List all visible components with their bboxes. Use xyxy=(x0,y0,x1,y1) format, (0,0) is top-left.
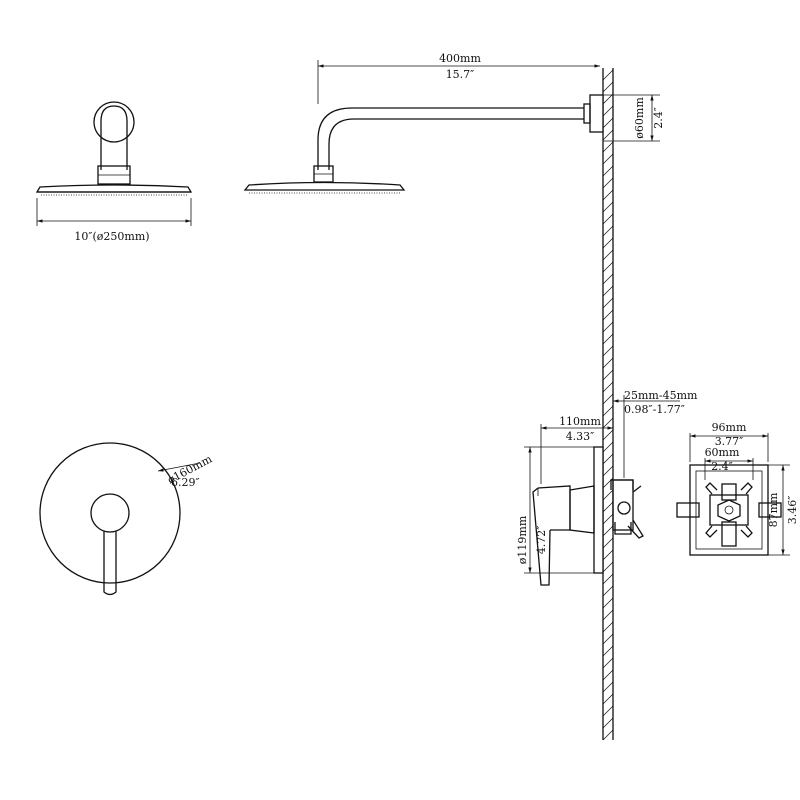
wall-hatch-line xyxy=(602,261,614,273)
wall-hatch-line xyxy=(602,165,614,177)
wall-hatch-line xyxy=(602,285,614,297)
shower-head-side-view: 400mm 15.7″ ø60mm 2.4″ xyxy=(243,52,665,194)
wall-hatch-line xyxy=(602,321,614,333)
wall-hatch-line xyxy=(602,573,614,585)
wall-hatch-line xyxy=(602,489,614,501)
wall-hatch-line xyxy=(602,381,614,393)
wall-hatch-line xyxy=(602,717,614,729)
wall-hatch-line xyxy=(602,393,614,405)
wall-hatch-line xyxy=(602,405,614,417)
wall-range-in-label: 0.98″-1.77″ xyxy=(624,403,685,416)
box-width-in-label: 3.77″ xyxy=(715,435,744,448)
wall-hatch-line xyxy=(602,585,614,597)
box-height-mm-label: 87mm xyxy=(767,492,780,527)
wall-hatch-line xyxy=(602,213,614,225)
plate-height-mm-label: ø119mm xyxy=(516,515,529,564)
wall-hatch-line xyxy=(602,453,614,465)
wall-hatch-line xyxy=(602,501,614,513)
wall-hatch-line xyxy=(602,333,614,345)
wall-hatch-line xyxy=(602,633,614,645)
wall-hatch-line xyxy=(602,81,614,93)
wall-hatch-line xyxy=(602,141,614,153)
wall-hatch-line xyxy=(602,237,614,249)
arm-length-mm-label: 400mm xyxy=(439,52,481,65)
valve-depth-mm-label: 110mm xyxy=(559,415,601,428)
wall-hatch-line xyxy=(602,201,614,213)
wall-hatch-line xyxy=(602,429,614,441)
wall-hatch-line xyxy=(602,345,614,357)
wall-hatch-line xyxy=(602,729,614,741)
wall-hatch-line xyxy=(602,657,614,669)
valve-trim-front-view: ø160mm 6.29″ xyxy=(39,442,215,596)
wall-hatch-line xyxy=(602,93,614,105)
valve-depth-in-label: 4.33″ xyxy=(566,430,595,443)
wall-hatch-line xyxy=(602,297,614,309)
wall-hatch-line xyxy=(602,129,614,141)
wall-hatch-line xyxy=(602,609,614,621)
wall-hatch-line xyxy=(602,597,614,609)
flange-in-label: 2.4″ xyxy=(652,107,665,129)
wall-hatch-line xyxy=(602,249,614,261)
wall-hatch-line xyxy=(602,465,614,477)
box-height-in-label: 3.46″ xyxy=(786,496,799,525)
wall-hatch-line xyxy=(602,69,614,81)
box-width-mm-label: 96mm xyxy=(712,421,747,434)
wall-hatch-line xyxy=(602,513,614,525)
wall-hatch-line xyxy=(602,225,614,237)
wall-hatch-line xyxy=(602,645,614,657)
wall-hatch-line xyxy=(602,105,614,117)
wall-hatch-line xyxy=(602,537,614,549)
wall-hatch-line xyxy=(602,117,614,129)
wall-hatch-line xyxy=(602,693,614,705)
head-diameter-label: 10″(ø250mm) xyxy=(74,230,149,243)
valve-side-view: 110mm 4.33″ 25mm-45mm 0.98″-1.77″ ø119mm… xyxy=(516,389,698,586)
wall-section xyxy=(602,68,614,741)
wall-hatch-line xyxy=(602,441,614,453)
plate-height-in-label: 4.72″ xyxy=(535,526,548,555)
trim-plate-in-label: 6.29″ xyxy=(171,476,200,489)
wall-hatch-line xyxy=(602,525,614,537)
wall-hatch-line xyxy=(602,705,614,717)
wall-hatch-line xyxy=(602,153,614,165)
box-inner-in-label: 2.4″ xyxy=(711,460,733,473)
wall-hatch-line xyxy=(602,621,614,633)
wall-hatch-line xyxy=(602,369,614,381)
wall-hatch-line xyxy=(602,561,614,573)
box-inner-mm-label: 60mm xyxy=(705,446,740,459)
wall-hatch-line xyxy=(602,357,614,369)
wall-hatch-line xyxy=(602,189,614,201)
wall-hatch-line xyxy=(602,177,614,189)
wall-hatch-line xyxy=(602,273,614,285)
arm-length-in-label: 15.7″ xyxy=(446,68,475,81)
wall-hatch-line xyxy=(602,309,614,321)
wall-hatch-line xyxy=(602,669,614,681)
wall-hatch-line xyxy=(602,549,614,561)
wall-hatch-line xyxy=(602,681,614,693)
wall-range-mm-label: 25mm-45mm xyxy=(624,389,698,402)
flange-mm-label: ø60mm xyxy=(633,97,646,139)
shower-head-front-view: 10″(ø250mm) xyxy=(35,101,193,243)
rough-in-valve-box: 96mm 3.77″ 60mm 2.4″ 87mm 3.46″ xyxy=(676,421,799,556)
wall-hatch-line xyxy=(602,417,614,429)
